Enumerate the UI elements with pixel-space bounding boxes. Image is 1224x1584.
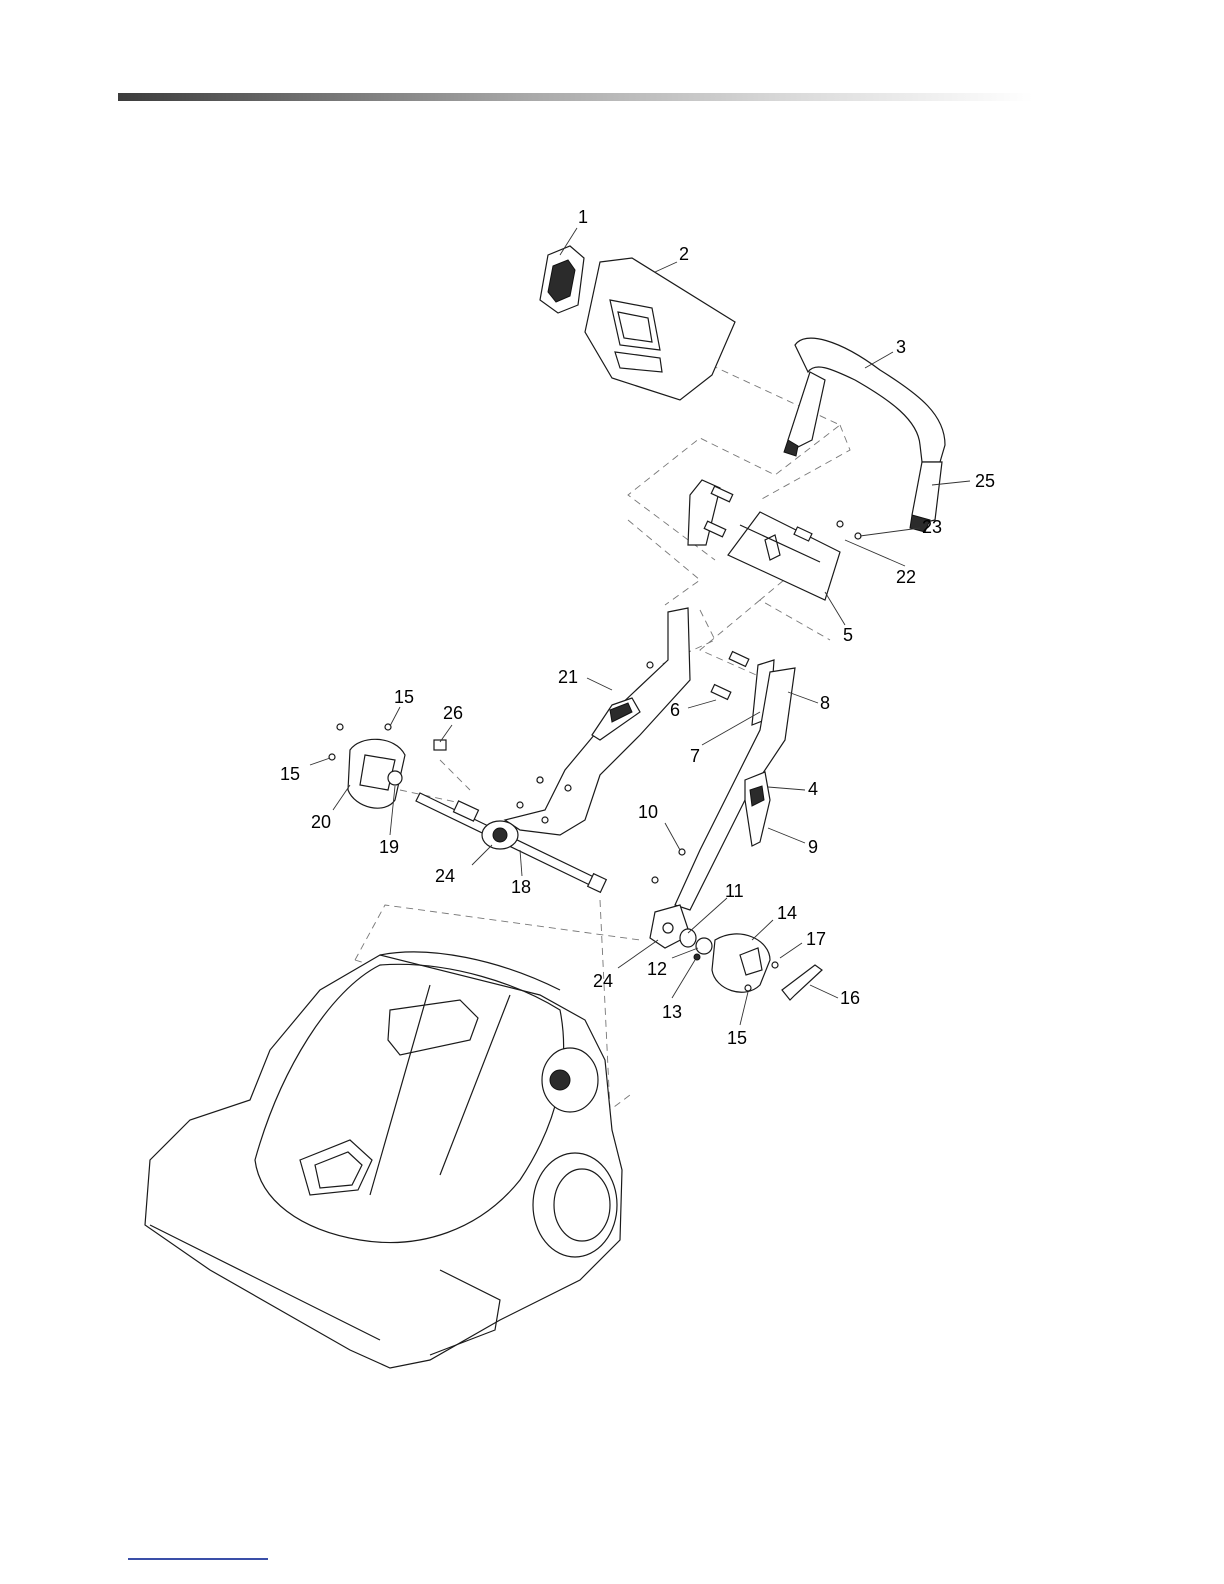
part-11-12-13-washers [680, 929, 712, 960]
callout-11: 11 [725, 881, 744, 901]
part-1-switch-cover [540, 246, 584, 313]
callout-18: 18 [511, 877, 531, 897]
callout-1: 1 [578, 207, 588, 227]
callout-13: 13 [662, 1002, 682, 1022]
footer-link-underline[interactable] [128, 1558, 268, 1560]
callout-22: 22 [896, 567, 916, 587]
callout-16: 16 [840, 988, 860, 1008]
part-20-wheel-left [348, 739, 405, 808]
callout-24-right: 24 [593, 971, 613, 991]
callout-4: 4 [808, 779, 818, 799]
callout-3: 3 [896, 337, 906, 357]
callout-8: 8 [820, 693, 830, 713]
callout-2: 2 [679, 244, 689, 264]
callout-5: 5 [843, 625, 853, 645]
machine-base-housing [145, 952, 622, 1368]
callout-14: 14 [777, 903, 797, 923]
callout-26: 26 [443, 703, 463, 723]
callout-24-left: 24 [435, 866, 455, 886]
callout-21: 21 [558, 667, 578, 687]
callout-20: 20 [311, 812, 331, 832]
callout-9: 9 [808, 837, 818, 857]
part-16-17-clip [772, 962, 822, 1000]
part-3-handle [784, 338, 945, 532]
callout-17: 17 [806, 929, 826, 949]
part-5-bracket-plate [688, 480, 861, 600]
part-14-wheel-right [712, 934, 770, 992]
callout-23: 23 [922, 517, 942, 537]
callout-15-left: 15 [280, 764, 300, 784]
part-8-right-tube [675, 668, 795, 910]
part-24-flange-left [482, 821, 518, 849]
callout-10: 10 [638, 802, 658, 822]
callout-15-right: 15 [727, 1028, 747, 1048]
part-4-9-lever-right [745, 772, 770, 846]
callout-25: 25 [975, 471, 995, 491]
part-21-left-tube [505, 608, 690, 835]
callout-7: 7 [690, 746, 700, 766]
callout-19: 19 [379, 837, 399, 857]
part-2-console-housing [585, 258, 735, 400]
callout-12: 12 [647, 959, 667, 979]
callout-15-top: 15 [394, 687, 414, 707]
callout-6: 6 [670, 700, 680, 720]
